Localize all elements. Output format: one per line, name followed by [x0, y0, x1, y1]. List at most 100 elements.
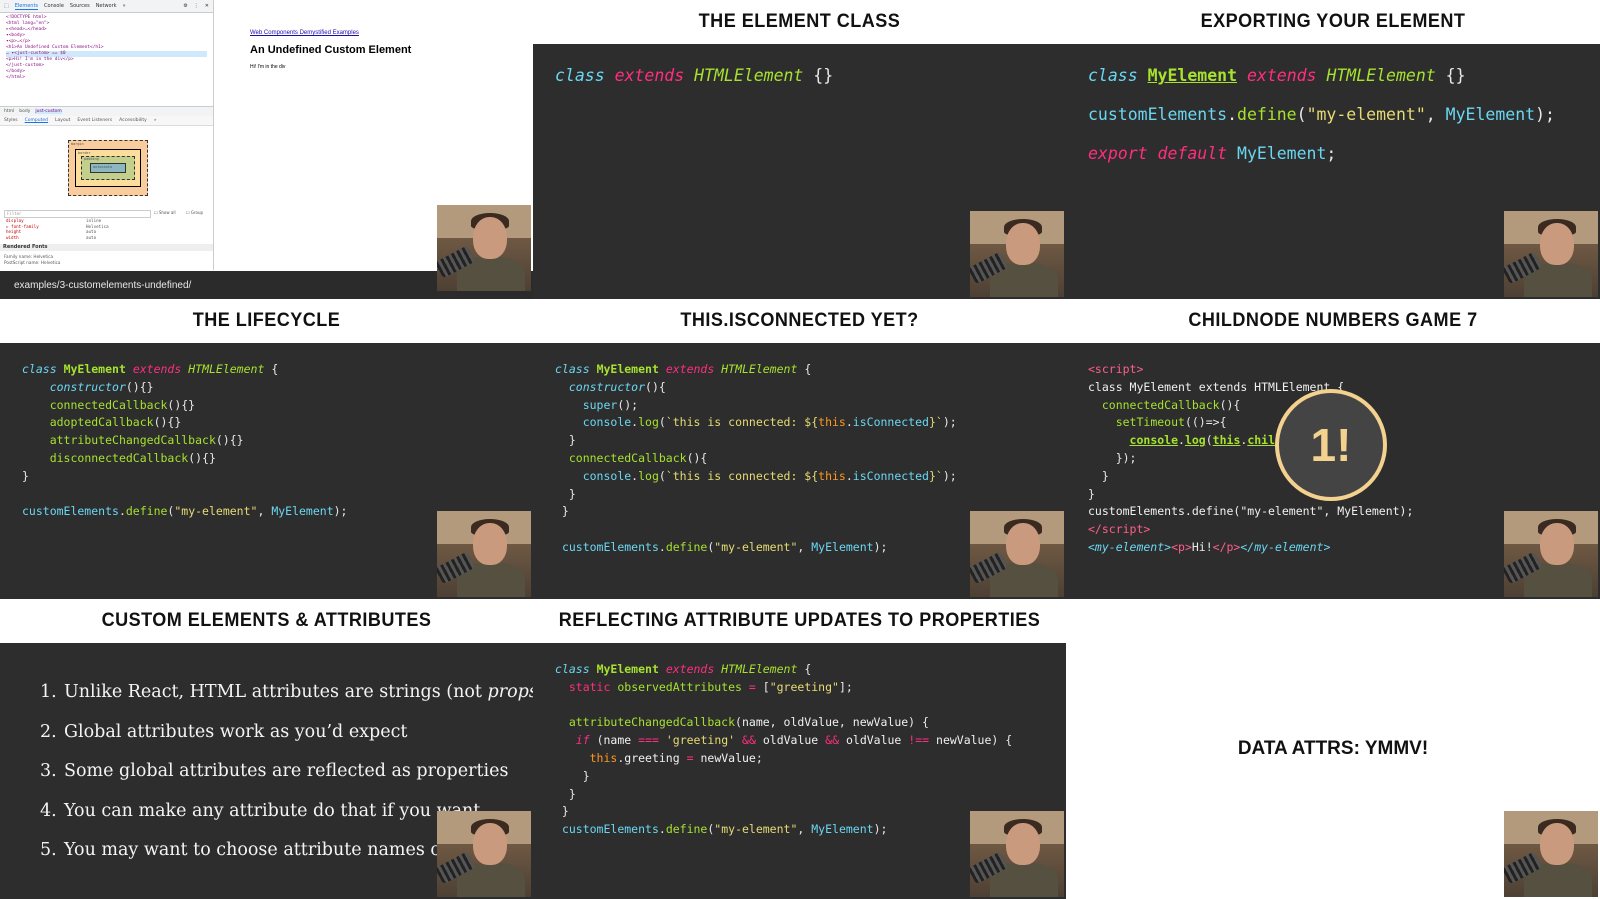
slide-title: The lifecycle	[192, 310, 341, 331]
rendered-font-family: Family name: Helvetica	[4, 254, 54, 259]
devtools-cell: ⬚ Elements Console Sources Network » ⚙ ⋮…	[0, 0, 533, 299]
prop-value: auto	[86, 229, 97, 234]
slide-body: class extends HTMLElement {}	[533, 44, 1066, 299]
list-item: 3. Some global attributes are reflected a…	[40, 752, 533, 792]
tab-computed[interactable]: Computed	[24, 118, 49, 123]
tab-accessibility[interactable]: Accessibility	[119, 118, 147, 123]
tab-console[interactable]: Console	[44, 3, 64, 9]
computed-prop-row[interactable]: height auto	[6, 229, 109, 235]
slide-isconnected: this.isConnected yet? class MyElement ex…	[533, 299, 1066, 599]
dom-node[interactable]: <html lang="en">	[6, 21, 50, 26]
gear-icon[interactable]: ⚙	[183, 3, 188, 9]
prop-value: auto	[86, 234, 97, 240]
computed-filter-input[interactable]: Filter	[4, 210, 151, 218]
webcam-presenter	[437, 811, 531, 897]
tab-network[interactable]: Network	[95, 3, 117, 9]
dom-node[interactable]: ▸<head>…</head>	[6, 27, 47, 32]
show-all-checkbox[interactable]: ☐ Show all	[154, 210, 176, 215]
box-padding: padding auto×auto	[81, 156, 135, 180]
webcam-presenter	[1504, 811, 1598, 897]
list-number: 4.	[40, 800, 57, 821]
url-text: examples/3-customelements-undefined/	[14, 279, 192, 291]
dom-node[interactable]: <!DOCTYPE html>	[6, 15, 47, 20]
slide-title: this.isConnected yet?	[680, 310, 919, 331]
slide-body: class MyElement extends HTMLElement { co…	[0, 343, 533, 599]
box-border: border padding auto×auto	[75, 149, 141, 187]
dom-node[interactable]: </html>	[6, 75, 25, 80]
code-block: class MyElement extends HTMLElement { co…	[555, 362, 957, 554]
slide-reflecting-attributes: Reflecting attribute updates to properti…	[533, 599, 1066, 899]
list-item: 2.Global attributes work as you’d expect	[40, 713, 533, 753]
menu-dots-icon[interactable]: ⋮	[193, 3, 199, 9]
prop-value: Helvetica	[86, 223, 109, 229]
list-number: 2.	[40, 721, 57, 742]
devtools-panel: ⬚ Elements Console Sources Network » ⚙ ⋮…	[0, 0, 214, 270]
dom-node[interactable]: </body>	[6, 69, 25, 74]
computed-prop-row[interactable]: ▸ font-family Helvetica	[6, 224, 109, 230]
group-checkbox[interactable]: ☐ Group	[186, 210, 204, 215]
dom-node[interactable]: <h1>An Undefined Custom Element</h1>	[6, 45, 104, 50]
preview-heading: An Undefined Custom Element	[250, 44, 412, 56]
list-number: 1.	[40, 682, 57, 702]
list-item: 1. Unlike React, HTML attributes are stri…	[40, 673, 533, 713]
slide-attributes: Custom Elements & attributes 1. Unlike Re…	[0, 599, 533, 899]
list-text: You can make any attribute do that if yo…	[64, 800, 481, 821]
sidebar-tabs: Styles Computed Layout Event Listeners A…	[0, 116, 213, 126]
crumb-just-custom[interactable]: just-custom	[35, 109, 62, 114]
examples-link[interactable]: Web Components Demystified Examples	[250, 30, 359, 36]
dom-node[interactable]: ▾<p>…</p>	[6, 39, 31, 44]
list-text: Unlike React, HTML attributes are string…	[64, 682, 488, 702]
inspect-icon[interactable]: ⬚	[4, 3, 9, 9]
group-label: Group	[190, 210, 204, 215]
prop-name: display	[6, 218, 24, 223]
box-margin-label: margin	[71, 142, 84, 146]
slide-data-attrs: Data attrs: YMMV!	[1066, 599, 1600, 899]
list-number: 3.	[40, 761, 57, 781]
box-model-diagram: margin border padding auto×auto	[68, 140, 148, 196]
list-emphasis: props	[487, 682, 533, 702]
slide-body: 1. Unlike React, HTML attributes are stri…	[0, 643, 533, 899]
dom-node[interactable]: </just-custom>	[6, 63, 44, 68]
computed-prop-row[interactable]: width auto	[6, 235, 109, 241]
list-item: 4. You can make any attribute do that if …	[40, 792, 533, 832]
prop-name: width	[6, 234, 19, 240]
webcam-presenter	[437, 205, 531, 291]
prop-name: height	[6, 229, 22, 234]
filter-placeholder: Filter	[7, 211, 22, 216]
tab-event-listeners[interactable]: Event Listeners	[77, 118, 113, 123]
slide-title: childNode Numbers Game 7	[1188, 310, 1478, 331]
more-tabs-icon[interactable]: »	[122, 3, 126, 9]
countdown-badge: 1!	[1275, 389, 1387, 501]
tab-elements[interactable]: Elements	[14, 2, 39, 10]
webcam-presenter	[1504, 211, 1598, 297]
code-block: <script> class MyElement extends HTMLEle…	[1088, 362, 1414, 554]
webcam-presenter	[970, 811, 1064, 897]
crumb-html[interactable]: html	[4, 109, 15, 114]
code-block: class extends HTMLElement {}	[555, 66, 834, 85]
slide-title: Exporting your element	[1200, 11, 1466, 32]
code-block: class MyElement extends HTMLElement { co…	[22, 362, 348, 519]
breadcrumb: html body just-custom	[0, 106, 213, 116]
tab-sources[interactable]: Sources	[69, 3, 90, 9]
list-text: Some global attributes are reflected as …	[64, 761, 509, 781]
close-icon[interactable]: ✕	[204, 3, 209, 9]
tab-layout[interactable]: Layout	[55, 118, 71, 123]
dom-node-selected[interactable]: … ▾<just-custom> == $0	[6, 51, 207, 57]
dom-node[interactable]: ▾<body>	[6, 33, 25, 38]
prop-name: ▸ font-family	[6, 223, 39, 229]
tab-styles[interactable]: Styles	[4, 118, 18, 123]
slide-title: Custom Elements & attributes	[101, 610, 432, 631]
box-content: auto×auto	[90, 163, 126, 173]
slide-element-class: The Element Class class extends HTMLElem…	[533, 0, 1066, 299]
webcam-presenter	[437, 511, 531, 597]
slide-body: class MyElement extends HTMLElement { co…	[533, 343, 1066, 599]
dom-tree[interactable]: <!DOCTYPE html> <html lang="en"> ▸<head>…	[0, 13, 213, 83]
attributes-list: 1. Unlike React, HTML attributes are stri…	[40, 673, 533, 871]
box-content-label: auto×auto	[93, 165, 112, 169]
more-subtabs-icon[interactable]: »	[153, 118, 157, 123]
dom-node[interactable]: <p>Hi! I'm in the div</p>	[6, 57, 74, 62]
webcam-presenter	[970, 511, 1064, 597]
crumb-body[interactable]: body	[19, 109, 31, 114]
